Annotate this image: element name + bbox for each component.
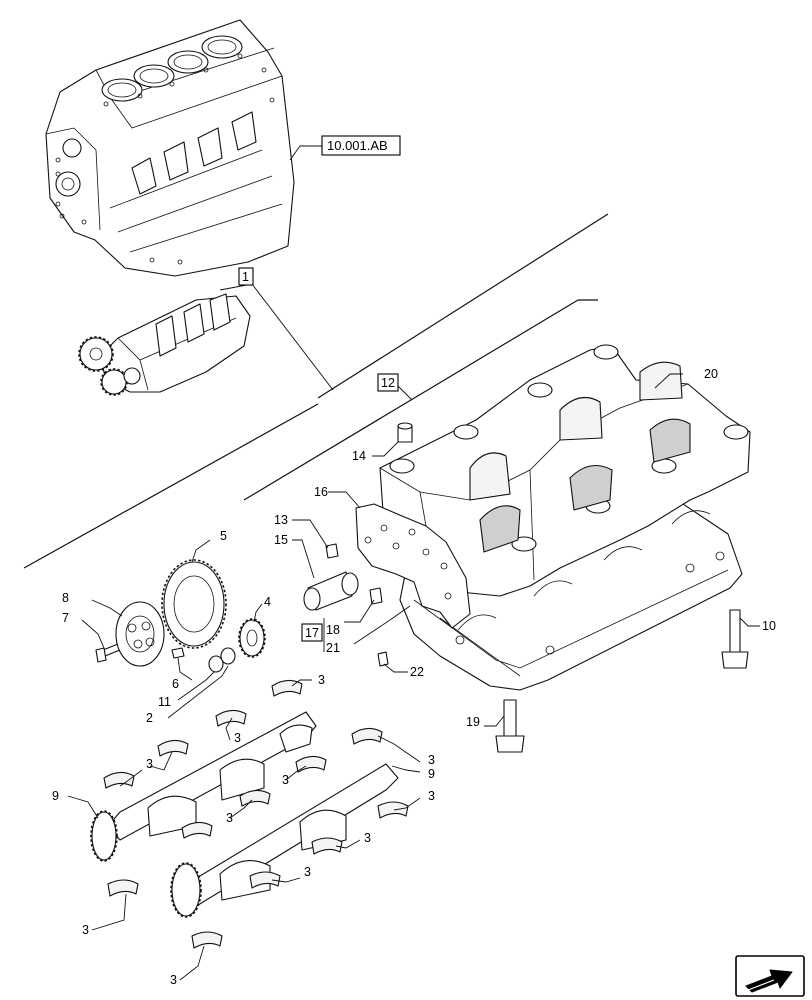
- callout-5: 5: [220, 529, 227, 543]
- reference-tag-label: 10.001.AB: [327, 138, 388, 153]
- callout-15: 15: [274, 533, 288, 547]
- bolts: [95, 609, 749, 753]
- callout-box-12: [377, 373, 399, 392]
- gasket-plate: [355, 503, 471, 629]
- callout-8: 8: [62, 591, 69, 605]
- callout-20: 20: [704, 367, 718, 381]
- callout-21: 21: [326, 641, 340, 655]
- callout-3-h: 3: [364, 831, 371, 845]
- next-page-arrow-icon[interactable]: [735, 955, 805, 997]
- callout-3-c: 3: [146, 757, 153, 771]
- callout-3-d: 3: [428, 753, 435, 767]
- callout-9-left: 9: [52, 789, 59, 803]
- balancer-assembly-thumbnail: [78, 293, 251, 396]
- callout-16: 16: [314, 485, 328, 499]
- callout-3-k: 3: [170, 973, 177, 987]
- callout-9-right: 9: [428, 767, 435, 781]
- callout-labels: 10.001.AB 1 12 17 20 14 16 13 15 5 4 8 7…: [52, 135, 776, 987]
- callout-14: 14: [352, 449, 366, 463]
- callout-box-1: [238, 267, 254, 286]
- callout-6: 6: [172, 677, 179, 691]
- callout-3-g: 3: [428, 789, 435, 803]
- callout-3-i: 3: [304, 865, 311, 879]
- callout-2: 2: [146, 711, 153, 725]
- gears: [115, 559, 266, 673]
- callout-22: 22: [410, 665, 424, 679]
- callout-3-a: 3: [318, 673, 325, 687]
- leader-lines: [67, 145, 760, 981]
- callout-17: 17: [305, 626, 319, 640]
- callout-box-17: [301, 623, 323, 642]
- callout-4: 4: [264, 595, 271, 609]
- callout-3-j: 3: [82, 923, 89, 937]
- balancer-housing: [379, 344, 751, 691]
- balancer-shafts: [90, 711, 399, 918]
- reference-box: [321, 135, 401, 156]
- callout-3-f: 3: [226, 811, 233, 825]
- section-divider-lines: [23, 213, 609, 569]
- callout-10: 10: [762, 619, 776, 633]
- engine-block-illustration: [45, 19, 295, 277]
- callout-13: 13: [274, 513, 288, 527]
- callout-19: 19: [466, 715, 480, 729]
- callout-7: 7: [62, 611, 69, 625]
- callout-3-e: 3: [282, 773, 289, 787]
- callout-3-b: 3: [234, 731, 241, 745]
- bearing-shells: [103, 679, 409, 949]
- callout-18: 18: [326, 623, 340, 637]
- dowel-pins: [303, 422, 413, 667]
- callout-11: 11: [158, 695, 171, 709]
- callout-1: 1: [242, 270, 249, 284]
- callout-12: 12: [381, 376, 395, 390]
